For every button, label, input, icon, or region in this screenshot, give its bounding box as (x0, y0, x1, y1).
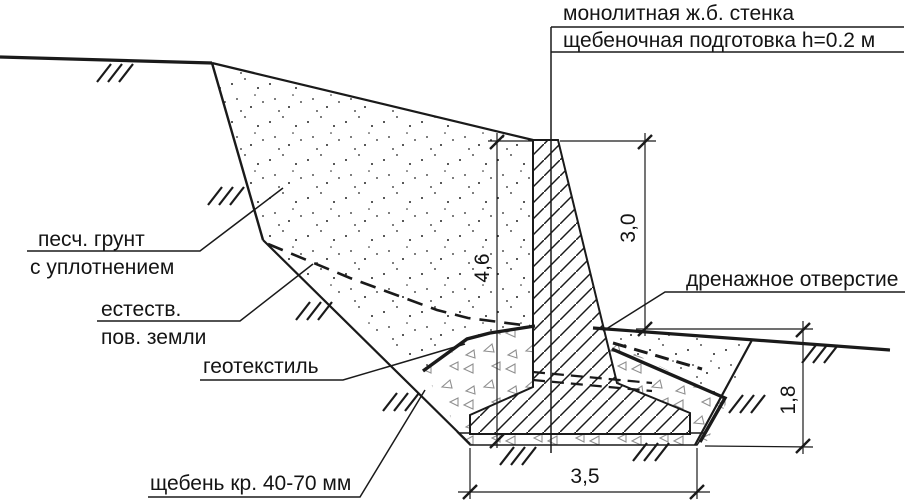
dim-above-ground: 3,0 (617, 213, 640, 242)
label-stone-prep: щебеночная подготовка h=0.2 м (563, 29, 875, 52)
label-natural-2: пов. земли (101, 326, 206, 349)
label-gravel: щебень кр. 40-70 мм (150, 472, 351, 495)
callout-texts: монолитная ж.б. стенка щебеночная подгот… (30, 2, 898, 495)
label-monolithic-wall: монолитная ж.б. стенка (563, 2, 794, 25)
drain-hole-dashed-lines (532, 370, 653, 393)
sand-backfill-left (212, 62, 533, 371)
label-drain: дренажное отверстие (686, 268, 898, 291)
gravel-zone-right (601, 337, 728, 444)
dimension-lines (458, 133, 814, 499)
label-sand-2: с уплотнением (30, 256, 174, 279)
dim-base-width: 3,5 (570, 465, 599, 488)
gravel-zone-left (423, 326, 535, 436)
geotextile-lines (422, 324, 728, 443)
ground-hatch-marks (96, 63, 839, 466)
label-sand-1: песч. грунт (38, 228, 145, 251)
dimension-ticks (462, 134, 811, 500)
leader-lines (27, 26, 905, 498)
sand-backfill-right (596, 330, 752, 400)
label-geotextile: геотекстиль (203, 355, 319, 378)
concrete-wall-and-footing (469, 139, 691, 435)
natural-ground-dashed-line (267, 242, 531, 328)
dim-total-height: 4,6 (471, 253, 494, 282)
dim-embedment: 1,8 (777, 385, 800, 414)
label-natural-1: естеств. (101, 298, 181, 321)
dimension-texts: 4,6 3,0 1,8 3,5 (471, 213, 800, 488)
